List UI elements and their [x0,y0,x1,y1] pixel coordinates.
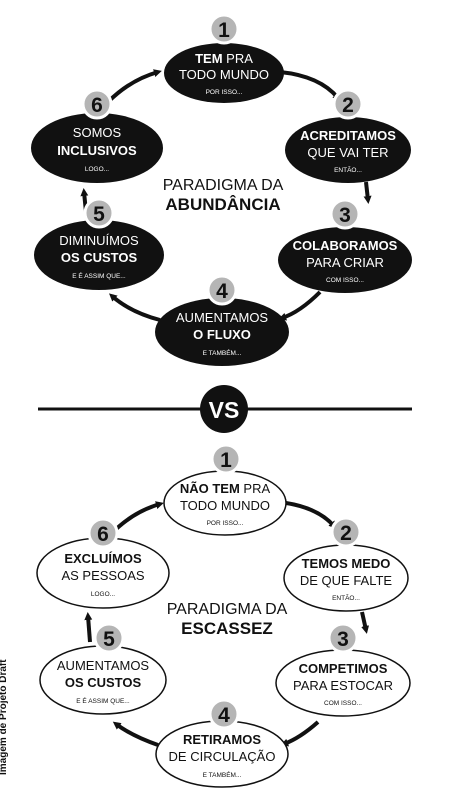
svg-text:6: 6 [91,94,103,117]
arrow-4-to-5 [112,721,159,747]
svg-text:5: 5 [93,203,105,226]
svg-text:5: 5 [103,628,115,651]
badge-5: 5 [93,622,125,654]
svg-text:TEM PRA: TEM PRA [195,51,253,66]
versus-label: VS [209,397,240,423]
badge-6: 6 [87,517,119,549]
scarcity-title-line1: PARADIGMA DA [167,601,288,618]
svg-text:LOGO...: LOGO... [91,591,115,598]
svg-text:O FLUXO: O FLUXO [193,327,251,342]
svg-text:1: 1 [218,19,230,42]
abundance-node-6: SOMOS INCLUSIVOS LOGO... [31,113,163,183]
svg-text:OS CUSTOS: OS CUSTOS [65,675,142,690]
svg-text:PARA CRIAR: PARA CRIAR [306,255,384,270]
abundance-node-2: ACREDITAMOS QUE VAI TER ENTÃO... [285,117,411,183]
scarcity-node-2: TEMOS MEDO DE QUE FALTE ENTÃO... [283,544,409,612]
abundance-node-4: AUMENTAMOS O FLUXO E TAMBÉM... [155,298,289,366]
svg-text:NÃO TEM PRA: NÃO TEM PRA [180,481,271,496]
scarcity-number-badges: 1 2 3 4 5 6 [87,443,362,730]
svg-text:2: 2 [342,94,354,117]
svg-text:COLABORAMOS: COLABORAMOS [293,238,398,253]
svg-text:COM ISSO...: COM ISSO... [326,277,364,284]
scarcity-title-line2: ESCASSEZ [181,619,273,638]
badge-1: 1 [210,443,242,475]
svg-text:4: 4 [216,280,228,303]
svg-text:ACREDITAMOS: ACREDITAMOS [300,128,396,143]
svg-text:E TAMBÉM...: E TAMBÉM... [203,770,242,779]
arrow-2-to-3 [360,611,370,634]
abundance-title-line2: ABUNDÂNCIA [165,195,280,214]
badge-5: 5 [83,197,115,229]
arrow-1-to-2 [285,501,337,529]
badge-2: 2 [330,516,362,548]
badge-3: 3 [329,198,361,230]
svg-text:E É ASSIM QUE...: E É ASSIM QUE... [72,271,126,280]
svg-text:SOMOS: SOMOS [73,125,122,140]
arrow-2-to-3 [363,181,372,204]
svg-text:E TAMBÉM...: E TAMBÉM... [203,348,242,357]
scarcity-node-5: AUMENTAMOS OS CUSTOS E É ASSIM QUE... [39,645,167,715]
svg-text:POR ISSO...: POR ISSO... [207,520,244,527]
abundance-node-3: COLABORAMOS PARA CRIAR COM ISSO... [278,227,412,293]
badge-1: 1 [208,13,240,45]
image-credit: Imagem de Projeto Draft [0,659,9,775]
abundance-number-badges: 1 2 3 4 5 6 [81,13,364,306]
scarcity-node-4: RETIRAMOS DE CIRCULAÇÃO E TAMBÉM... [155,720,289,788]
arrow-5-to-6 [84,612,93,643]
svg-text:DE CIRCULAÇÃO: DE CIRCULAÇÃO [169,749,276,764]
svg-text:RETIRAMOS: RETIRAMOS [183,732,261,747]
scarcity-node-6: EXCLUÍMOS AS PESSOAS LOGO... [36,537,170,609]
svg-text:3: 3 [337,628,349,651]
arrow-1-to-2 [279,70,341,102]
svg-text:QUE VAI TER: QUE VAI TER [307,145,388,160]
svg-text:EXCLUÍMOS: EXCLUÍMOS [64,551,142,566]
svg-text:ENTÃO...: ENTÃO... [334,165,362,174]
svg-text:PARA ESTOCAR: PARA ESTOCAR [293,678,393,693]
svg-text:1: 1 [220,449,232,472]
svg-text:AS PESSOAS: AS PESSOAS [61,568,144,583]
svg-text:AUMENTAMOS: AUMENTAMOS [176,310,269,325]
badge-6: 6 [81,88,113,120]
svg-text:TODO MUNDO: TODO MUNDO [179,67,269,82]
svg-text:ENTÃO...: ENTÃO... [332,593,360,602]
badge-4: 4 [206,274,238,306]
scarcity-node-3: COMPETIMOS PARA ESTOCAR COM ISSO... [275,649,411,717]
svg-text:TEMOS MEDO: TEMOS MEDO [302,556,391,571]
svg-text:6: 6 [97,523,109,546]
svg-text:OS CUSTOS: OS CUSTOS [61,250,138,265]
badge-3: 3 [327,622,359,654]
svg-text:E É ASSIM QUE...: E É ASSIM QUE... [76,696,130,705]
badge-2: 2 [332,88,364,120]
abundance-node-5: DIMINUÍMOS OS CUSTOS E É ASSIM QUE... [34,220,164,290]
abundance-cycle-arrows [80,69,372,322]
svg-text:4: 4 [218,704,230,727]
svg-text:LOGO...: LOGO... [85,166,109,173]
abundance-title-line1: PARADIGMA DA [163,177,284,194]
svg-text:3: 3 [339,204,351,227]
versus-divider: VS [38,385,412,433]
scarcity-node-1: NÃO TEM PRA TODO MUNDO POR ISSO... [163,470,287,536]
arrow-3-to-4 [278,290,322,321]
svg-text:2: 2 [340,522,352,545]
svg-text:AUMENTAMOS: AUMENTAMOS [57,658,150,673]
svg-text:DE QUE FALTE: DE QUE FALTE [300,573,393,588]
svg-text:TODO MUNDO: TODO MUNDO [180,498,270,513]
arrow-4-to-5 [109,293,161,322]
abundance-node-1: TEM PRA TODO MUNDO POR ISSO... [164,43,284,103]
svg-text:DIMINUÍMOS: DIMINUÍMOS [59,233,139,248]
svg-text:COMPETIMOS: COMPETIMOS [299,661,388,676]
badge-4: 4 [208,698,240,730]
arrow-3-to-4 [280,720,320,747]
svg-text:COM ISSO...: COM ISSO... [324,700,362,707]
arrow-6-to-1 [106,69,162,104]
svg-text:POR ISSO...: POR ISSO... [206,89,243,96]
svg-text:INCLUSIVOS: INCLUSIVOS [57,143,137,158]
